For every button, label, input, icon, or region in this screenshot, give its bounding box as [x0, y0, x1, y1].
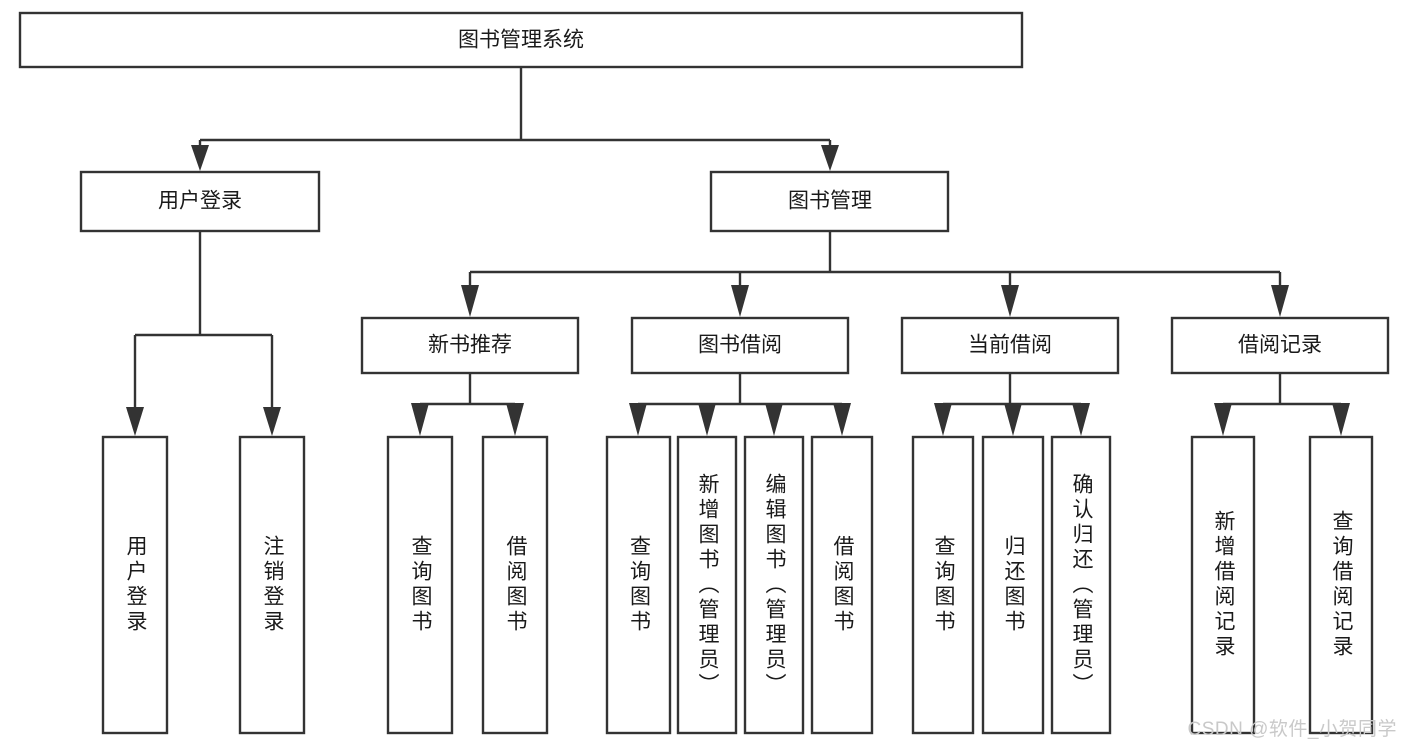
arrow-head-leaf-return-book	[1004, 403, 1022, 436]
node-book-manage[interactable]	[709, 170, 950, 233]
arrow-head-leaf-query-record	[1332, 403, 1350, 436]
node-leaf-confirm-return[interactable]	[1050, 435, 1112, 735]
arrow-head-current-borrow	[1001, 285, 1019, 317]
node-leaf-edit-book[interactable]	[743, 435, 805, 735]
node-leaf-query-book-current[interactable]	[911, 435, 975, 735]
arrow-head-leaf-confirm-return	[1072, 403, 1090, 436]
node-leaf-user-login[interactable]	[101, 435, 169, 735]
arrow-head-book-borrow	[731, 285, 749, 317]
node-borrow-record[interactable]	[1170, 316, 1390, 375]
node-leaf-add-record[interactable]	[1190, 435, 1256, 735]
node-leaf-borrow-book[interactable]	[810, 435, 874, 735]
node-leaf-add-book[interactable]	[676, 435, 738, 735]
arrow-head-leaf-query-book-current	[934, 403, 952, 436]
node-root[interactable]	[18, 11, 1024, 69]
node-user-login[interactable]	[79, 170, 321, 233]
csdn-watermark: CSDN @软件_小贺同学	[1187, 719, 1397, 740]
node-leaf-return-book[interactable]	[981, 435, 1045, 735]
arrow-head-borrow-record	[1271, 285, 1289, 317]
arrow-head-leaf-query-book-new	[411, 403, 429, 436]
node-new-book-recommend[interactable]	[360, 316, 580, 375]
node-leaf-user-logout[interactable]	[238, 435, 306, 735]
arrow-head-leaf-query-book-borrow	[629, 403, 647, 436]
node-root-label: 图书管理系统	[458, 29, 584, 52]
connector-layer	[126, 67, 1350, 436]
node-leaf-query-book-borrow[interactable]	[605, 435, 672, 735]
arrow-head-leaf-edit-book	[765, 403, 783, 436]
node-layer: 图书管理系统 用户登录 图书管理 新书推荐 图书借阅 当前借阅 借阅记录	[18, 11, 1390, 735]
node-leaf-borrow-book-new[interactable]	[481, 435, 549, 735]
node-user-login-label: 用户登录	[158, 190, 242, 213]
arrow-head-leaf-add-book	[698, 403, 716, 436]
node-new-book-recommend-label: 新书推荐	[428, 334, 512, 357]
arrow-head-book-manage	[821, 145, 839, 171]
arrow-head-leaf-borrow-book-new	[506, 403, 524, 436]
arrow-head-leaf-user-login	[126, 407, 144, 436]
arrow-head-leaf-user-logout	[263, 407, 281, 436]
arrow-head-leaf-add-record	[1214, 403, 1232, 436]
arrow-head-user-login	[191, 145, 209, 171]
arrow-head-new-book-recommend	[461, 285, 479, 317]
node-borrow-record-label: 借阅记录	[1238, 334, 1322, 357]
node-current-borrow[interactable]	[900, 316, 1120, 375]
node-leaf-query-book-new[interactable]	[386, 435, 454, 735]
arrow-head-leaf-borrow-book	[833, 403, 851, 436]
node-book-manage-label: 图书管理	[788, 190, 872, 213]
node-book-borrow[interactable]	[630, 316, 850, 375]
node-current-borrow-label: 当前借阅	[968, 334, 1052, 357]
node-book-borrow-label: 图书借阅	[698, 334, 782, 357]
node-leaf-query-record[interactable]	[1308, 435, 1374, 735]
